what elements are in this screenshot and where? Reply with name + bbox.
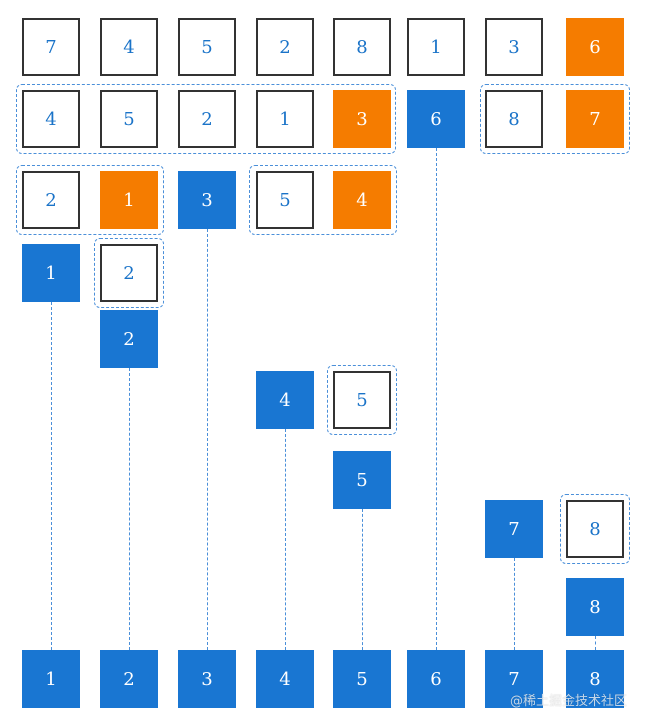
cell-pivot-6: 6 bbox=[566, 18, 624, 76]
cell-unsorted-2: 2 bbox=[100, 244, 158, 302]
guide-line-7 bbox=[514, 558, 515, 650]
cell-pivot-4: 4 bbox=[333, 171, 391, 229]
cell-placed-8: 8 bbox=[566, 650, 624, 708]
cell-unsorted-2: 2 bbox=[256, 18, 314, 76]
cell-placed-1: 1 bbox=[22, 650, 80, 708]
cell-unsorted-5: 5 bbox=[100, 90, 158, 148]
cell-placed-1: 1 bbox=[22, 244, 80, 302]
cell-placed-2: 2 bbox=[100, 650, 158, 708]
cell-placed-3: 3 bbox=[178, 171, 236, 229]
cell-unsorted-3: 3 bbox=[485, 18, 543, 76]
cell-unsorted-8: 8 bbox=[485, 90, 543, 148]
cell-unsorted-8: 8 bbox=[333, 18, 391, 76]
cell-pivot-3: 3 bbox=[333, 90, 391, 148]
partition-group-5 bbox=[94, 238, 164, 308]
cell-placed-3: 3 bbox=[178, 650, 236, 708]
partition-group-3 bbox=[16, 165, 164, 235]
cell-pivot-1: 1 bbox=[100, 171, 158, 229]
guide-line-2 bbox=[129, 368, 130, 650]
cell-unsorted-2: 2 bbox=[22, 171, 80, 229]
cell-unsorted-4: 4 bbox=[100, 18, 158, 76]
guide-line-8 bbox=[595, 636, 596, 650]
cell-placed-5: 5 bbox=[333, 650, 391, 708]
cell-unsorted-5: 5 bbox=[333, 371, 391, 429]
guide-line-5 bbox=[362, 509, 363, 650]
cell-placed-5: 5 bbox=[333, 451, 391, 509]
cell-unsorted-5: 5 bbox=[178, 18, 236, 76]
cell-placed-6: 6 bbox=[407, 650, 465, 708]
guide-line-4 bbox=[285, 429, 286, 650]
partition-group-6 bbox=[327, 365, 397, 435]
cell-unsorted-2: 2 bbox=[178, 90, 236, 148]
cell-placed-4: 4 bbox=[256, 371, 314, 429]
cell-unsorted-8: 8 bbox=[566, 500, 624, 558]
partition-group-2 bbox=[480, 84, 630, 154]
guide-line-6 bbox=[436, 148, 437, 650]
cell-unsorted-1: 1 bbox=[256, 90, 314, 148]
cell-pivot-7: 7 bbox=[566, 90, 624, 148]
cell-unsorted-1: 1 bbox=[407, 18, 465, 76]
cell-placed-4: 4 bbox=[256, 650, 314, 708]
cell-placed-7: 7 bbox=[485, 500, 543, 558]
cell-unsorted-5: 5 bbox=[256, 171, 314, 229]
guide-line-1 bbox=[51, 302, 52, 650]
guide-line-3 bbox=[207, 229, 208, 650]
cell-placed-8: 8 bbox=[566, 578, 624, 636]
cell-unsorted-7: 7 bbox=[22, 18, 80, 76]
partition-group-7 bbox=[560, 494, 630, 564]
partition-group-4 bbox=[249, 165, 397, 235]
cell-placed-7: 7 bbox=[485, 650, 543, 708]
cell-unsorted-4: 4 bbox=[22, 90, 80, 148]
partition-group-1 bbox=[16, 84, 396, 154]
cell-placed-2: 2 bbox=[100, 310, 158, 368]
cell-placed-6: 6 bbox=[407, 90, 465, 148]
